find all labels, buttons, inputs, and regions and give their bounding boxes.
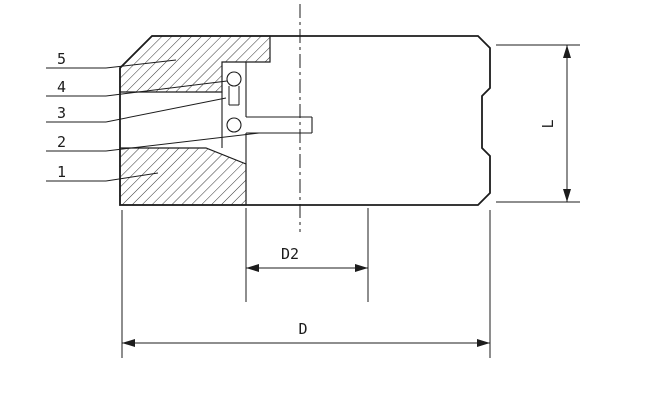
ball-race-slot [246, 116, 313, 134]
d-label: D [298, 320, 307, 338]
callout-1-label: 1 [57, 163, 66, 181]
callout-4-leader [105, 80, 228, 97]
callout-4: 4 [46, 78, 228, 97]
d-arrow-right [477, 339, 490, 347]
l-label: L [539, 119, 557, 128]
callout-5: 5 [46, 50, 177, 69]
lower-ball [226, 117, 242, 133]
callout-5-label: 5 [57, 50, 66, 68]
upper-ball [226, 71, 242, 87]
callout-4-label: 4 [57, 78, 66, 96]
upper-flange-hatched [119, 35, 271, 93]
callout-2-label: 2 [57, 133, 66, 151]
d2-arrow-left [246, 264, 259, 272]
callout-5-leader [105, 59, 177, 69]
callouts: 5 4 3 2 1 [46, 50, 260, 182]
callout-3-label: 3 [57, 104, 66, 122]
dimension-d: D [121, 210, 491, 358]
d2-label: D2 [281, 245, 299, 263]
d-arrow-left [122, 339, 135, 347]
part-outline [119, 35, 491, 206]
callout-1: 1 [46, 163, 159, 182]
part-section [119, 35, 491, 206]
lower-flange-hatched [119, 147, 247, 206]
dimension-d2: D2 [245, 208, 369, 302]
d2-arrow-right [355, 264, 368, 272]
l-arrow-top [563, 45, 571, 58]
callout-2: 2 [46, 132, 260, 152]
callout-3-leader [105, 97, 227, 123]
dimension-l: L [496, 44, 580, 203]
callout-2-leader [105, 132, 260, 152]
l-arrow-bottom [563, 189, 571, 202]
callout-1-leader [105, 172, 159, 182]
callout-3: 3 [46, 97, 227, 123]
